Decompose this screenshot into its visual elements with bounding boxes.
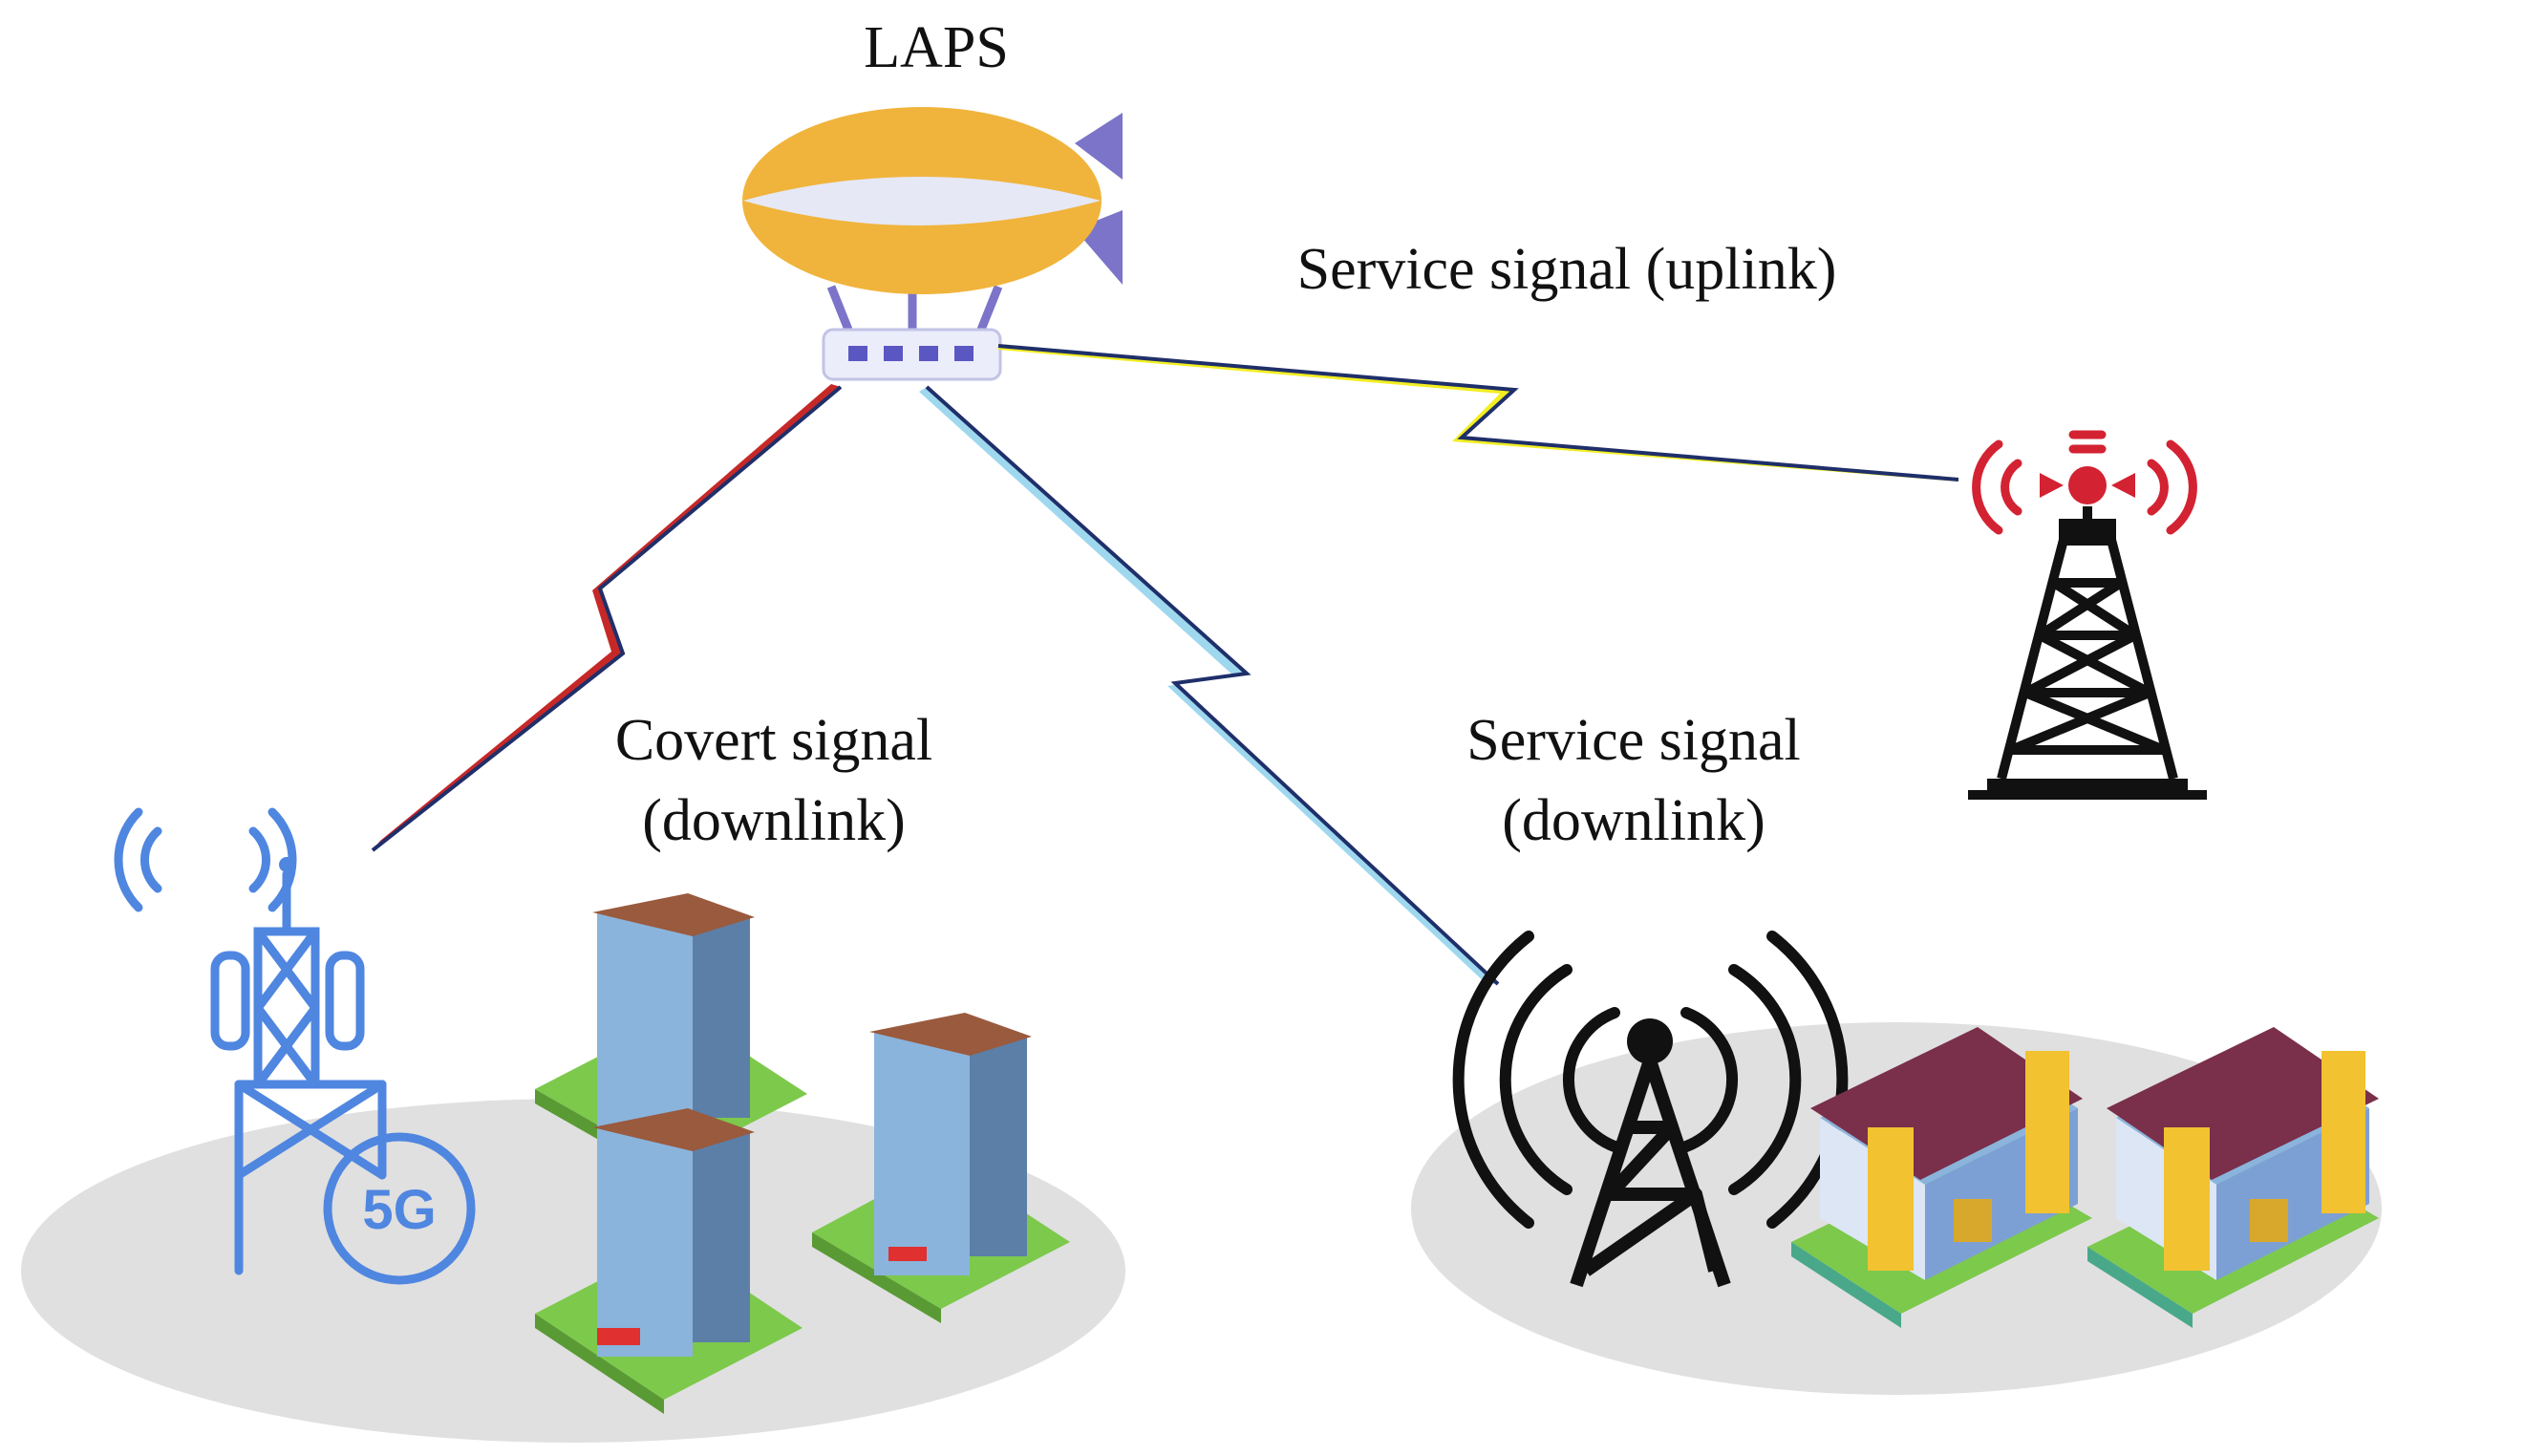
covert-signal-label-line2: (downlink) bbox=[642, 788, 906, 853]
blimp-icon bbox=[742, 107, 1123, 336]
broadcast-tower-icon bbox=[1452, 931, 1849, 1288]
office-building bbox=[2087, 1027, 2379, 1328]
5g-badge-text: 5G bbox=[362, 1179, 436, 1241]
apartment-building bbox=[535, 1108, 802, 1414]
radio-tower-icon bbox=[1968, 430, 2207, 800]
service-downlink-label-line1: Service signal bbox=[1466, 708, 1801, 773]
apartment-building bbox=[812, 1013, 1070, 1323]
covert-link bbox=[371, 384, 843, 852]
service-downlink-label: Service signal (downlink) bbox=[1414, 700, 1853, 861]
service-downlink-link bbox=[919, 385, 1500, 986]
office-building bbox=[1791, 1027, 2092, 1328]
service-downlink-label-line2: (downlink) bbox=[1502, 788, 1765, 853]
office-buildings bbox=[1791, 1027, 2379, 1328]
left-ground-area bbox=[21, 1099, 1125, 1443]
router-icon bbox=[822, 328, 1002, 381]
laps-label: LAPS bbox=[864, 15, 1009, 80]
covert-signal-label: Covert signal (downlink) bbox=[554, 700, 994, 861]
apartment-buildings bbox=[535, 893, 1070, 1414]
covert-signal-label-line1: Covert signal bbox=[614, 708, 933, 773]
uplink-link bbox=[997, 344, 1959, 482]
uplink-label: Service signal (uplink) bbox=[1296, 237, 1837, 302]
5g-tower-icon bbox=[114, 807, 476, 1285]
